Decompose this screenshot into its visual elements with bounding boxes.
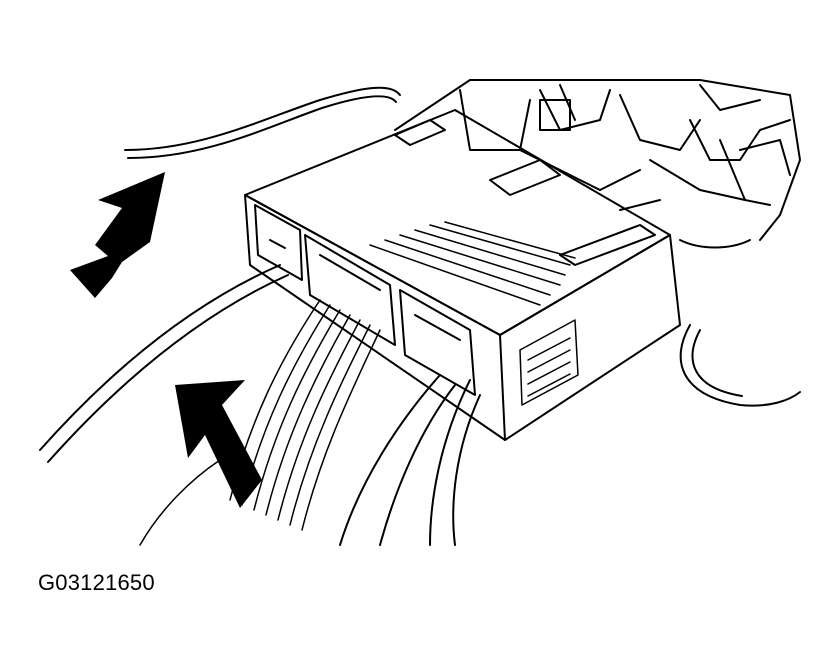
top-vent-pattern [369,221,576,306]
side-cable [679,239,801,407]
line-drawing [39,79,801,546]
arrows [70,172,262,508]
figure-id: G03121650 [38,570,155,595]
right-cables [339,374,481,546]
arrow-upper-left [70,172,165,298]
mounting-bracket [394,79,801,241]
arrow-lower-middle [175,380,262,508]
vent-grille [519,319,579,406]
drawing-strokes [39,79,801,546]
unit-housing [244,109,681,441]
wiring-harness [139,299,381,546]
antenna-cable [39,86,401,463]
connector-ports [254,204,476,396]
